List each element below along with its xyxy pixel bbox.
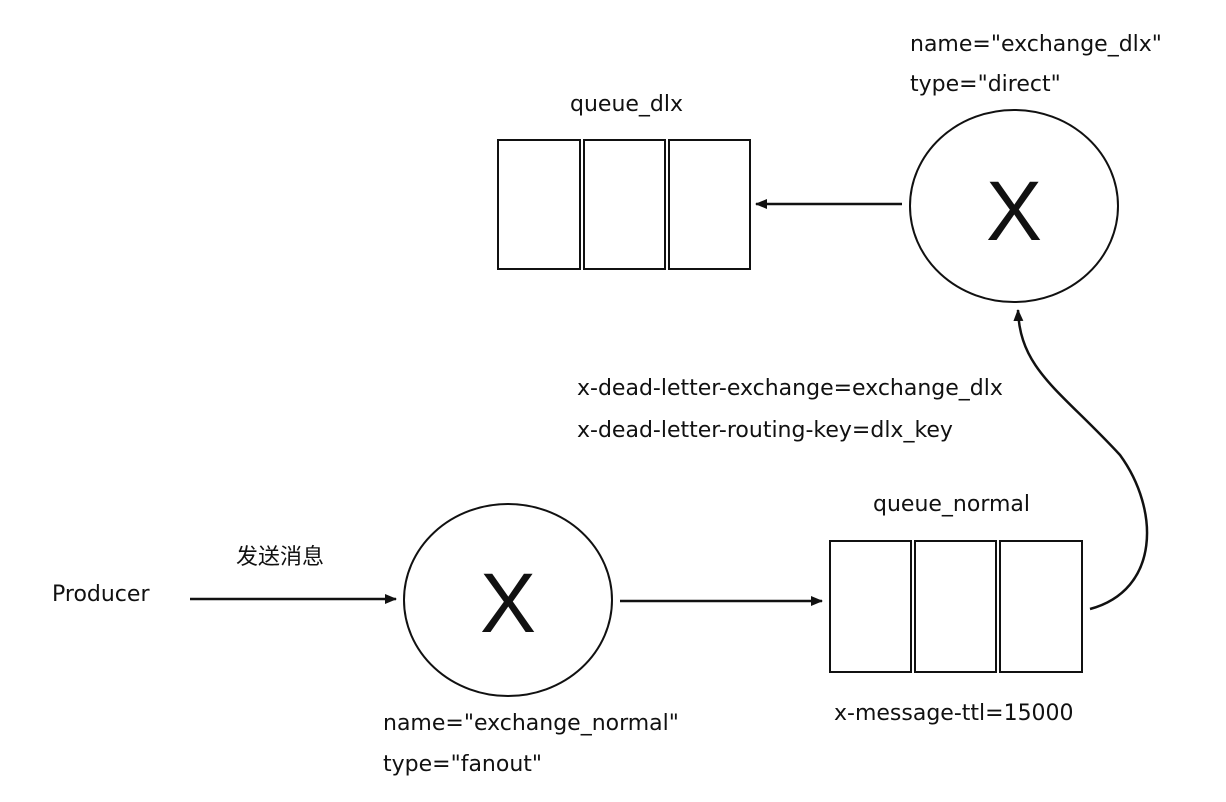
exchange-normal-symbol: X: [480, 556, 536, 650]
dead-letter-routing-key-arg: x-dead-letter-routing-key=dlx_key: [577, 418, 953, 443]
queue-normal-ttl-label: x-message-ttl=15000: [834, 701, 1074, 726]
exchange-dlx-type-label: type="direct": [910, 72, 1061, 97]
exchange-normal-circle: [403, 503, 613, 697]
send-message-label: 发送消息: [236, 545, 325, 570]
queue-dlx-boxes: [497, 139, 751, 270]
exchange-normal-type-label: type="fanout": [383, 752, 543, 777]
queue-dlx-slot-3: [668, 139, 751, 270]
exchange-dlx-circle: [909, 109, 1119, 303]
exchange-normal-name-label: name="exchange_normal": [383, 711, 679, 736]
exchange-dlx-symbol: X: [986, 164, 1042, 258]
queue-normal-boxes: [829, 540, 1083, 673]
exchange-dlx-name-label: name="exchange_dlx": [910, 32, 1162, 57]
arrow-dead-letter-to-exchange-dlx: [1013, 309, 1149, 611]
producer-label: Producer: [52, 582, 150, 607]
queue-normal-slot-3: [999, 540, 1083, 673]
queue-normal-title: queue_normal: [873, 492, 1031, 517]
queue-normal-slot-1: [829, 540, 912, 673]
queue-dlx-slot-2: [583, 139, 666, 270]
dead-letter-exchange-arg: x-dead-letter-exchange=exchange_dlx: [577, 376, 1003, 401]
queue-normal-slot-2: [914, 540, 997, 673]
queue-dlx-slot-1: [497, 139, 581, 270]
queue-dlx-title: queue_dlx: [570, 92, 684, 117]
